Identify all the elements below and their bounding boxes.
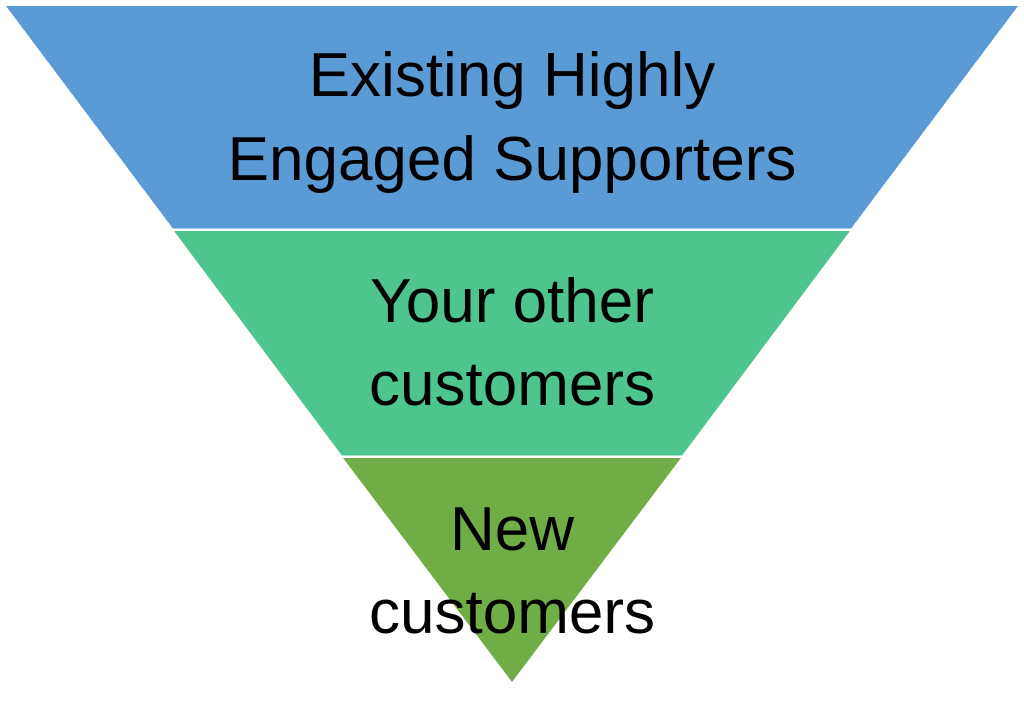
funnel-tier-bottom: New customers <box>343 458 681 682</box>
tier-middle-line-1: Your other <box>370 267 654 336</box>
tier-middle-line-2: customers <box>369 350 655 419</box>
tier-middle-shape <box>174 231 850 457</box>
tier-top-line-2: Engaged Supporters <box>228 125 797 194</box>
funnel-tier-middle: Your other customers <box>174 231 850 457</box>
tier-top-shape <box>6 6 1018 230</box>
tier-bottom-line-1: New <box>450 495 574 564</box>
tier-bottom-shape <box>343 458 681 682</box>
tier-top-line-1: Existing Highly <box>309 41 716 110</box>
tier-bottom-line-2: customers <box>369 578 655 647</box>
funnel-tier-top: Existing Highly Engaged Supporters <box>6 6 1018 230</box>
